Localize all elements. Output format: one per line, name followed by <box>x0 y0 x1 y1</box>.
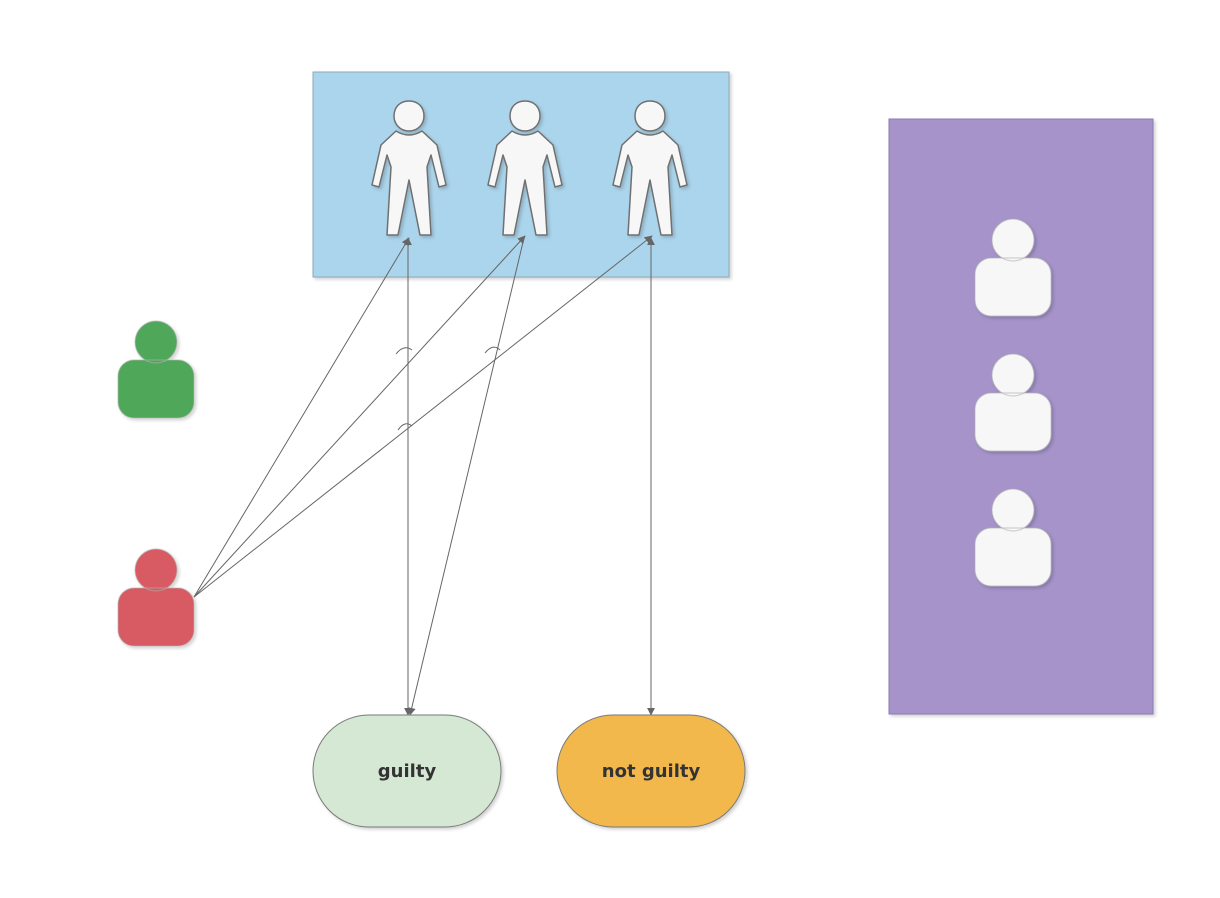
connector-red-to-accused-1 <box>193 237 410 598</box>
guilty-shape <box>312 714 502 828</box>
connector-hop <box>484 346 501 354</box>
green-person-icon <box>117 320 195 419</box>
guilty-node: guilty <box>312 714 502 828</box>
not-guilty-node: not guilty <box>556 714 746 828</box>
connector-hop <box>395 347 413 355</box>
not-guilty-shape <box>556 714 746 828</box>
not-guilty-label: not guilty <box>602 761 701 782</box>
red-person-icon <box>117 548 195 647</box>
connector-accused-2-to-guilty <box>407 237 525 716</box>
connector-red-to-accused-3 <box>193 235 653 598</box>
connector-hop <box>397 423 413 431</box>
connectors <box>193 235 655 716</box>
guilty-label: guilty <box>378 761 437 782</box>
connector-red-to-accused-2 <box>193 235 526 598</box>
